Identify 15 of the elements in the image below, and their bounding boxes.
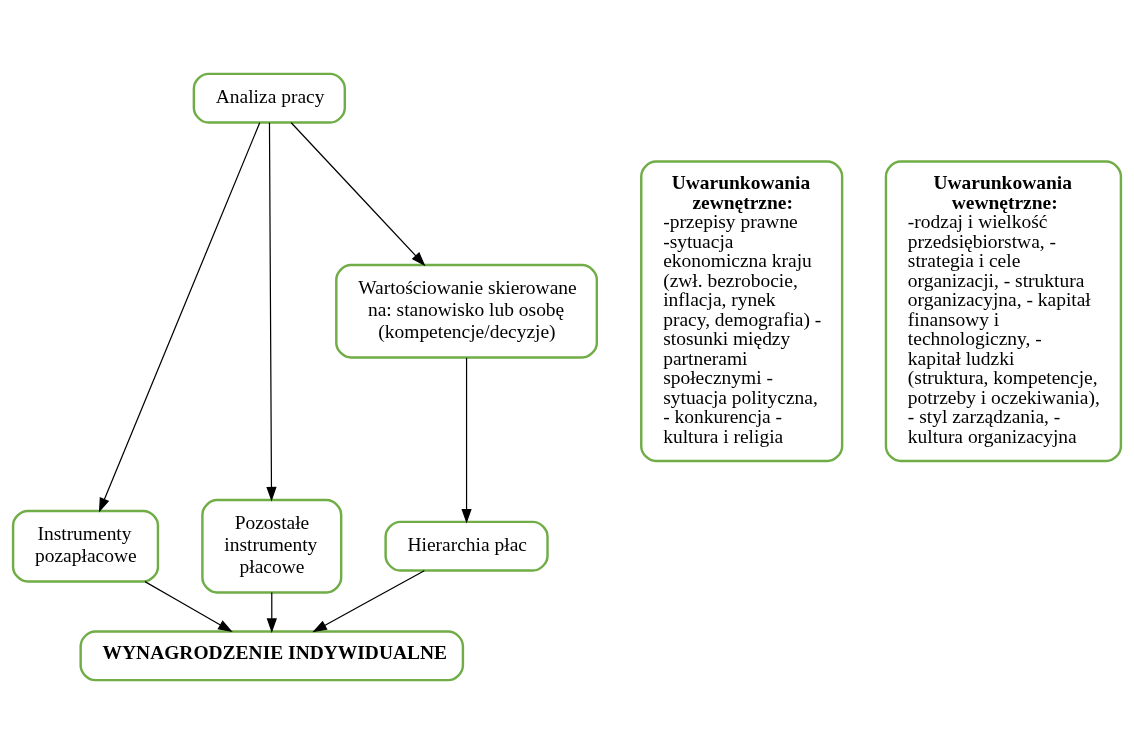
node-box: WYNAGRODZENIE INDYWIDUALNE xyxy=(79,629,465,681)
node-box: Hierarchia płac xyxy=(384,520,549,572)
node-box: Wartościowanie skierowane na: stanowisko lub osobę (kompetencje/decyzje) xyxy=(335,263,599,359)
node-box: Pozostałe instrumenty płacowe xyxy=(201,498,343,594)
arrow xyxy=(266,591,277,633)
node-box: Analiza pracy xyxy=(192,72,347,124)
arrow xyxy=(312,569,425,632)
node-box: Uwarunkowania zewnętrzne: -przepisy prawne -sytuacja ekonomiczna kraju (zwł. bezrobocie, inflacja, rynek pracy, demografia) - stosunki między partnerami społecznymi - sytuacja polityczna, - konkurencja - kultura i religia xyxy=(640,159,844,462)
node-box: Uwarunkowania wewnętrzne: -rodzaj i wielkość przedsiębiorstwa, - strategia i cele organizacji, - struktura organizacyjna, - kapitał finansowy i technologiczny, - kapitał ludzki (struktura, kompetencje, potrzeby i oczekiwania), - styl zarządzania, - kultura organizacyjna xyxy=(884,159,1123,462)
arrow xyxy=(144,580,233,632)
arrow xyxy=(461,356,472,524)
arrow xyxy=(290,121,426,266)
arrow xyxy=(98,121,261,512)
node-box: Instrumenty pozapłacowe xyxy=(11,509,160,583)
arrow xyxy=(266,121,277,501)
